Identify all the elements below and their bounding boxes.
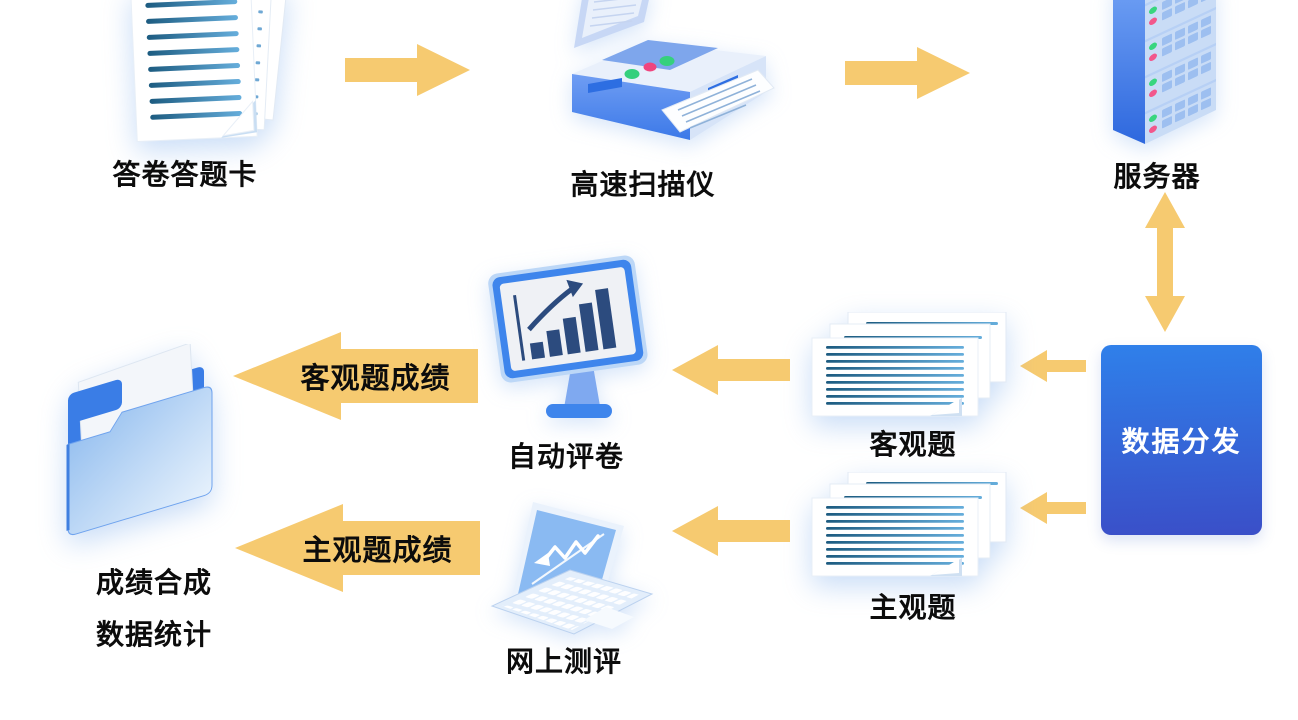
answer-sheets-label: 答卷答题卡	[112, 159, 258, 190]
double-arrow-vertical-icon	[1145, 192, 1185, 332]
flow-arrow-right-1-icon	[345, 44, 470, 96]
auto-grading-label: 自动评卷	[507, 441, 624, 472]
server-label: 服务器	[1113, 161, 1201, 192]
scanner-buttons	[624, 56, 675, 79]
subjective-docs-label: 主观题	[869, 592, 957, 623]
subjective-score-arrow-label: 主观题成绩	[302, 535, 453, 567]
auto-grading-monitor-icon	[488, 255, 648, 418]
objective-docs-icon	[810, 312, 1015, 422]
online-evaluation-label: 网上测评	[505, 646, 622, 677]
online-evaluation-laptop-icon	[490, 502, 654, 635]
flow-arrow-subjective-to-evaluation-icon	[672, 506, 790, 556]
scanner-label: 高速扫描仪	[570, 169, 716, 200]
data-dispatch-label: 数据分发	[1121, 426, 1242, 457]
results-label-line2: 数据统计	[95, 619, 212, 650]
branch-arrow-objective-icon	[1020, 350, 1086, 382]
objective-score-arrow-label: 客观题成绩	[300, 363, 451, 395]
subjective-docs-icon	[810, 472, 1015, 582]
branch-arrow-subjective-icon	[1020, 492, 1086, 524]
data-dispatch-node: 数据分发	[1101, 345, 1262, 535]
results-folder-icon	[66, 344, 213, 536]
answer-sheets-icon	[118, 0, 293, 146]
scanner-icon	[572, 0, 775, 140]
objective-docs-label: 客观题	[869, 429, 957, 460]
flow-arrow-right-2-icon	[845, 47, 970, 99]
server-icon	[1113, 0, 1216, 144]
line-chart-icon	[542, 534, 600, 563]
keyboard-icon	[502, 577, 640, 630]
flow-arrow-objective-to-grading-icon	[672, 345, 790, 395]
bar-chart-icon	[513, 279, 617, 361]
results-label-line1: 成绩合成	[95, 567, 212, 598]
